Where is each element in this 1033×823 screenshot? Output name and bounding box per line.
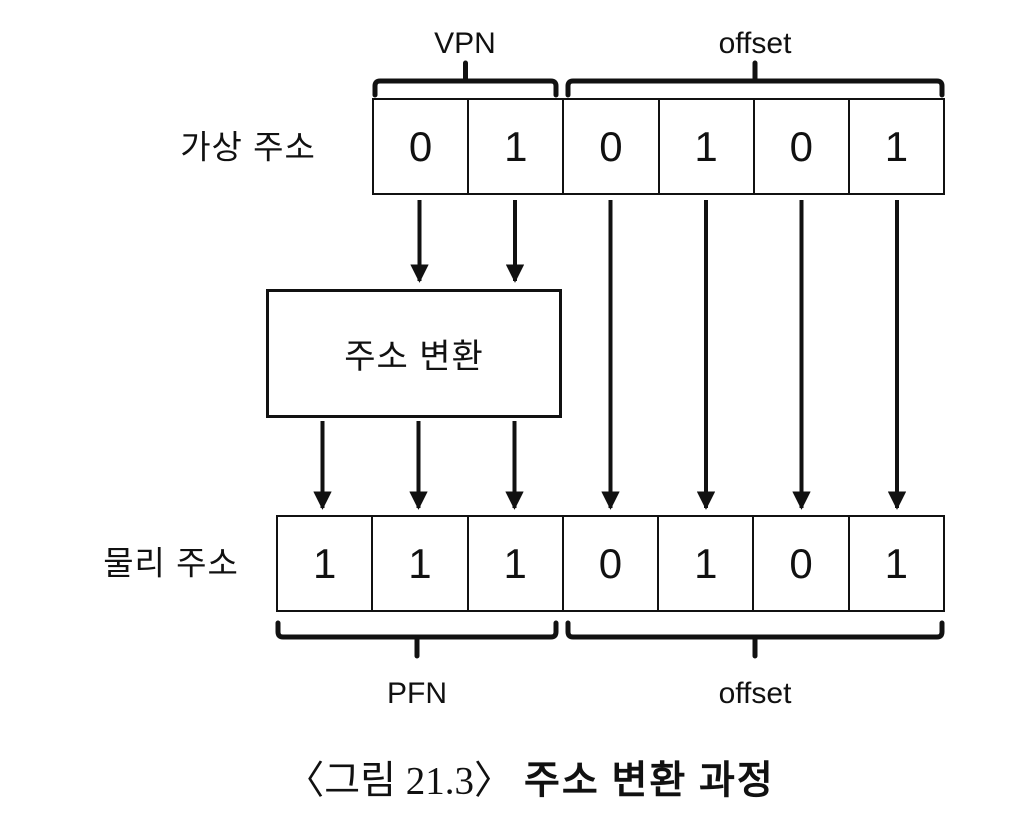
physical-address-row: 1 1 1 0 1 0 1: [276, 515, 945, 612]
physical-bit-cell-1: 1: [371, 517, 466, 610]
physical-bit-cell-2: 1: [466, 517, 562, 610]
figure-caption-number: 〈그림 21.3〉: [285, 759, 513, 803]
physical-bit-cell-6: 1: [847, 517, 943, 610]
pfn-field-label: PFN: [387, 677, 447, 710]
virtual-address-label: 가상 주소: [180, 128, 316, 166]
virtual-bit-cell-3: 1: [657, 100, 753, 193]
box-to-pfn-arrows: [313, 421, 524, 510]
virtual-bit-cell-4: 0: [752, 100, 848, 193]
virtual-bit-cell-0: 0: [408, 122, 433, 170]
offset-top-brace: [565, 60, 945, 98]
figure-caption: 〈그림 21.3〉주소 변환 과정: [285, 762, 775, 801]
vpn-to-box-arrows: [410, 200, 525, 283]
physical-bit-cell-5: 0: [752, 517, 847, 610]
physical-address-label: 물리 주소: [103, 544, 239, 582]
physical-bit-cell-3: 0: [561, 517, 657, 610]
virtual-bit-cell-2: 0: [562, 100, 657, 193]
offset-bottom-brace: [565, 620, 945, 659]
offset-passthrough-arrows: [601, 200, 907, 510]
figure-caption-title: 주소 변환 과정: [523, 759, 775, 803]
address-translation-box-label: 주소 변환: [344, 338, 484, 376]
physical-bit-cell-0: 1: [312, 539, 337, 587]
virtual-bit-cell-5: 1: [847, 100, 943, 193]
virtual-address-row: 0 1 0 1 0 1: [372, 98, 945, 195]
offset-bottom-field-label: offset: [718, 677, 792, 710]
pfn-brace: [275, 620, 559, 659]
vpn-field-label: VPN: [434, 27, 496, 60]
vpn-brace: [372, 60, 559, 98]
offset-top-field-label: offset: [718, 27, 792, 60]
address-translation-box: 주소 변환: [266, 289, 562, 418]
physical-bit-cell-4: 1: [657, 517, 752, 610]
virtual-bit-cell-1: 1: [467, 100, 562, 193]
